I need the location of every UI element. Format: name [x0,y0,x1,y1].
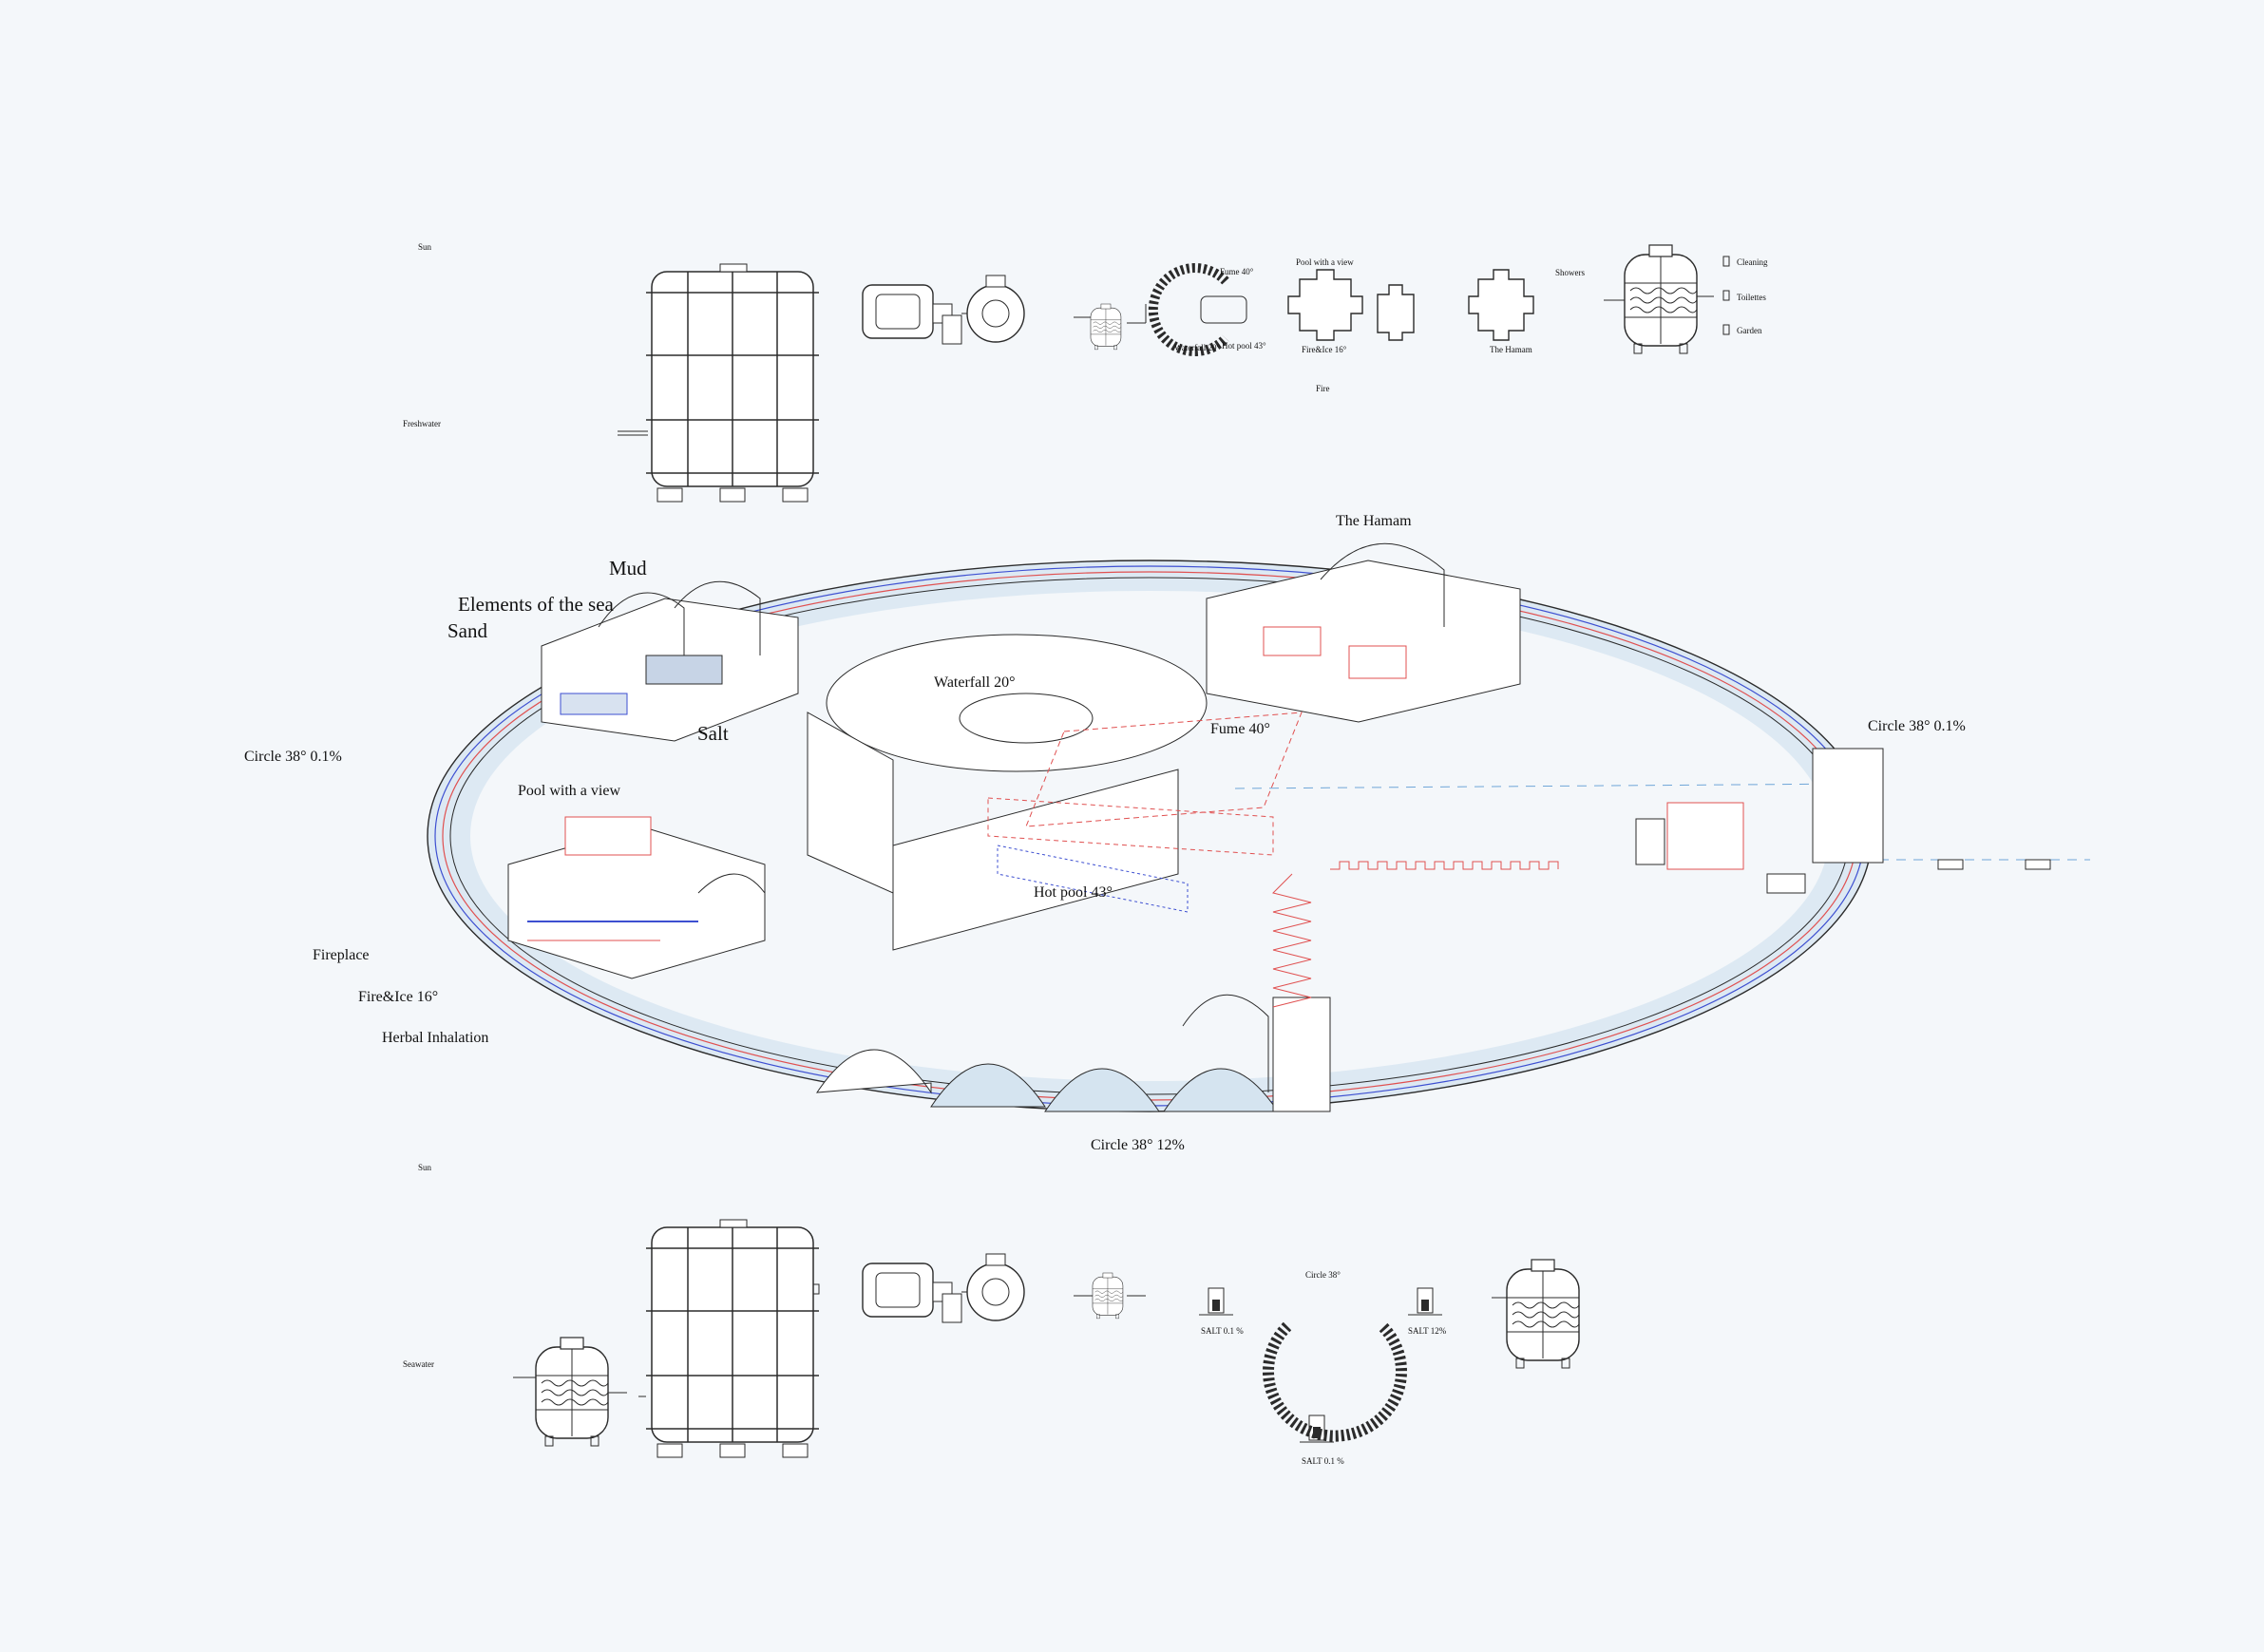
sun-label-bottom: Sun [418,1163,432,1172]
freshwater-label: Freshwater [403,419,441,428]
salt-b-label: SALT 12% [1408,1326,1447,1336]
elements-of-the-sea-label: Elements of the sea [458,593,614,616]
spa-plan [427,542,2090,1112]
circle-label-bottom: Circle 38° [1305,1270,1341,1280]
pool-view-label-top: Pool with a view [1296,257,1354,267]
fire-ice-label: Fire&Ice 16° [358,989,439,1005]
seawater-system [513,1219,1580,1458]
salt-c-label: SALT 0.1 % [1302,1456,1344,1466]
sand-label: Sand [447,619,487,642]
fire-ice-label-top: Fire&Ice 16° [1302,345,1347,354]
waterfall-label-top: Waterfall 20° [1174,343,1221,352]
fire-label-top: Fire [1316,384,1330,393]
circle-right-label: Circle 38° 0.1% [1868,718,1966,734]
fireplace-label: Fireplace [313,947,370,963]
hamam-label-top: The Hamam [1490,345,1532,354]
salt-a-label: SALT 0.1 % [1201,1326,1244,1336]
hot-pool-label-top: Hot pool 43° [1222,341,1266,351]
salt-label: Salt [697,722,729,745]
waterfall-label: Waterfall 20° [934,674,1016,691]
mud-label: Mud [609,557,647,579]
herbal-inhalation-label: Herbal Inhalation [382,1030,489,1046]
garden-label: Garden [1737,326,1762,335]
circle-left-label: Circle 38° 0.1% [244,749,342,765]
seawater-label: Seawater [403,1359,434,1369]
circle-bottom-label: Circle 38° 12% [1091,1137,1185,1153]
fume-label-top: Fume 40° [1220,267,1254,276]
hot-pool-label: Hot pool 43° [1034,884,1113,901]
cleaning-label: Cleaning [1737,257,1768,267]
hamam-label: The Hamam [1336,513,1412,529]
freshwater-system [618,244,1730,503]
toilettes-label: Toilettes [1737,293,1766,302]
pool-with-a-view-label: Pool with a view [518,783,620,799]
showers-label: Showers [1555,268,1585,277]
fume-label: Fume 40° [1210,721,1270,737]
sun-label-top: Sun [418,242,432,252]
